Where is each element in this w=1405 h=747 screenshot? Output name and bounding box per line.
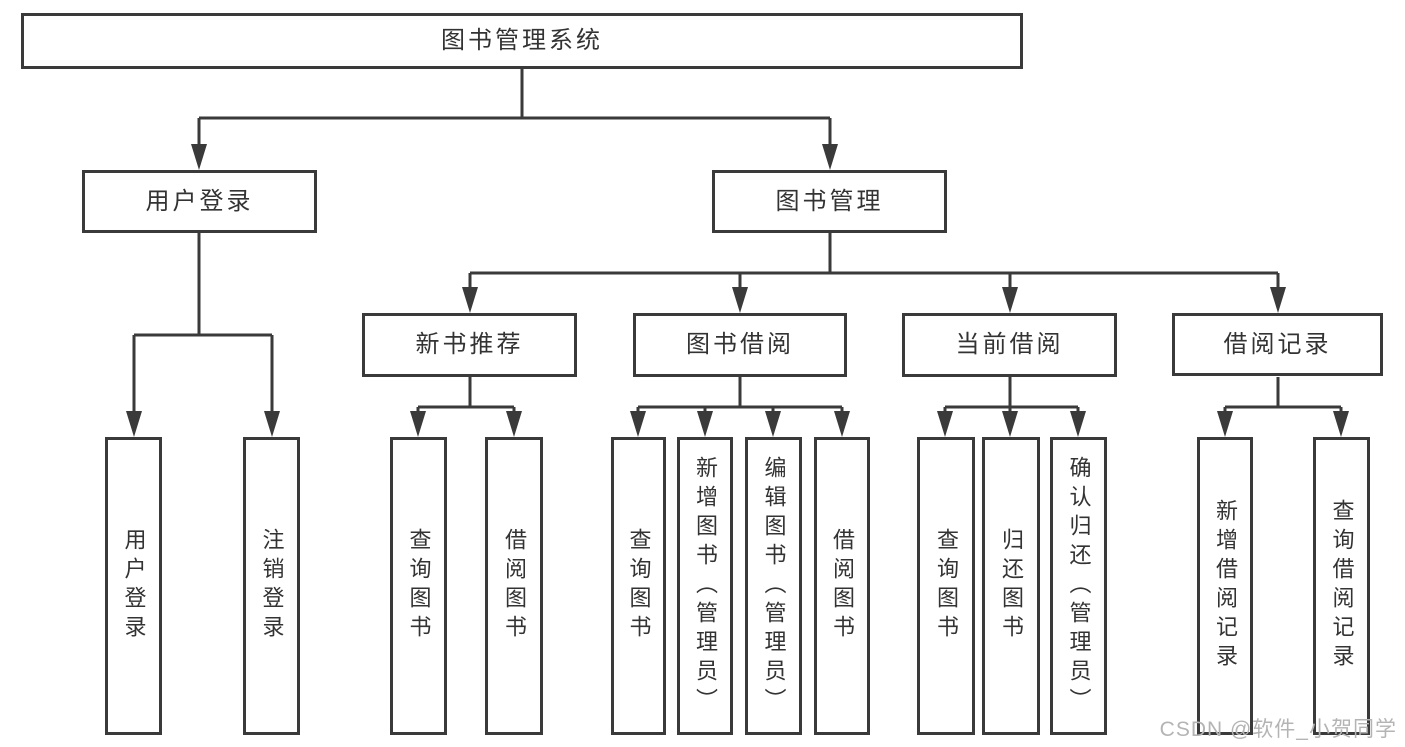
node-user-login-label: 用户登录 bbox=[145, 187, 254, 215]
node-root-system: 图书管理系统 bbox=[21, 13, 1023, 69]
node-current-borrow-label: 当前借阅 bbox=[955, 331, 1064, 358]
node-book-management: 图书管理 bbox=[712, 170, 947, 233]
leaf-edit-books-admin-label: 编辑图书（管理员） bbox=[761, 455, 787, 717]
watermark-text: CSDN @软件_小贺同学 bbox=[1159, 718, 1397, 741]
leaf-user-login-label: 用户登录 bbox=[121, 528, 147, 644]
leaf-confirm-return-admin: 确认归还（管理员） bbox=[1050, 437, 1107, 735]
leaf-query-books-2-label: 查询图书 bbox=[626, 528, 652, 644]
node-book-borrow-label: 图书借阅 bbox=[686, 331, 794, 358]
leaf-query-books-1: 查询图书 bbox=[390, 437, 447, 735]
node-new-book-recommend: 新书推荐 bbox=[362, 313, 577, 377]
leaf-query-books-1-label: 查询图书 bbox=[406, 528, 432, 644]
leaf-query-books-2: 查询图书 bbox=[611, 437, 666, 735]
node-borrow-records: 借阅记录 bbox=[1172, 313, 1383, 376]
leaf-edit-books-admin: 编辑图书（管理员） bbox=[745, 437, 802, 735]
leaf-return-books-label: 归还图书 bbox=[999, 528, 1024, 644]
leaf-query-borrow-record-label: 查询借阅记录 bbox=[1329, 499, 1355, 673]
node-root-system-label: 图书管理系统 bbox=[441, 27, 603, 54]
leaf-user-login: 用户登录 bbox=[105, 437, 162, 735]
node-book-borrow: 图书借阅 bbox=[633, 313, 847, 377]
node-borrow-records-label: 借阅记录 bbox=[1223, 330, 1332, 358]
node-new-book-recommend-label: 新书推荐 bbox=[415, 331, 524, 358]
leaf-borrow-books-1-label: 借阅图书 bbox=[502, 528, 527, 644]
leaf-add-borrow-record-label: 新增借阅记录 bbox=[1213, 499, 1238, 673]
leaf-add-books-admin-label: 新增图书（管理员） bbox=[693, 455, 718, 717]
leaf-add-borrow-record: 新增借阅记录 bbox=[1197, 437, 1253, 735]
node-current-borrow: 当前借阅 bbox=[902, 313, 1117, 377]
leaf-query-books-3: 查询图书 bbox=[917, 437, 975, 735]
node-user-login: 用户登录 bbox=[82, 170, 317, 233]
leaf-logout: 注销登录 bbox=[243, 437, 300, 735]
leaf-query-borrow-record: 查询借阅记录 bbox=[1313, 437, 1370, 735]
leaf-borrow-books-2-label: 借阅图书 bbox=[830, 528, 855, 644]
leaf-borrow-books-2: 借阅图书 bbox=[814, 437, 870, 735]
leaf-logout-label: 注销登录 bbox=[259, 528, 285, 644]
leaf-confirm-return-admin-label: 确认归还（管理员） bbox=[1066, 455, 1092, 717]
leaf-add-books-admin: 新增图书（管理员） bbox=[677, 437, 733, 735]
leaf-query-books-3-label: 查询图书 bbox=[934, 528, 959, 644]
leaf-borrow-books-1: 借阅图书 bbox=[485, 437, 543, 735]
leaf-return-books: 归还图书 bbox=[982, 437, 1040, 735]
node-book-management-label: 图书管理 bbox=[775, 187, 884, 215]
